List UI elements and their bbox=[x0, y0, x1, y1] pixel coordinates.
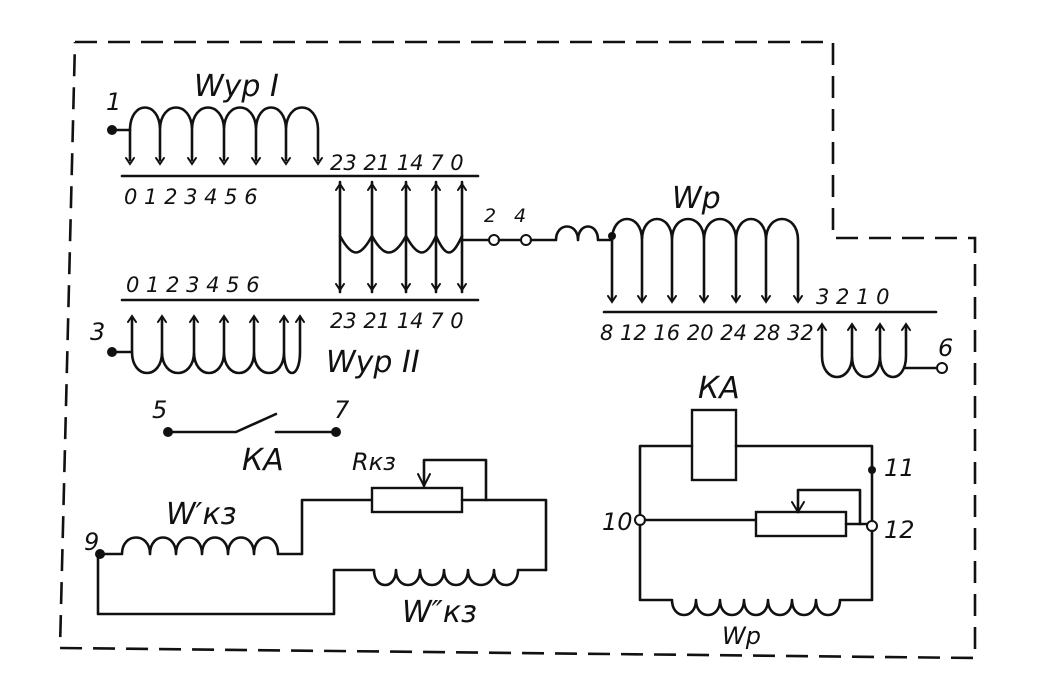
label-wur2: Wур ІІ bbox=[326, 345, 420, 380]
label-wur1: Wур I bbox=[194, 69, 279, 104]
winding-wur2 bbox=[107, 298, 480, 375]
wkz1-coil bbox=[98, 498, 374, 556]
ka-switch bbox=[163, 412, 341, 437]
terminal-7-label: 7 bbox=[334, 396, 350, 424]
link-2-4 bbox=[488, 225, 616, 246]
label-wp-bottom: Wр bbox=[722, 622, 761, 650]
terminal-11-label: 11 bbox=[884, 454, 915, 482]
scale-wp-bottom: 8 12 16 20 24 28 32 bbox=[600, 321, 814, 345]
relay-resistor bbox=[754, 510, 848, 538]
terminal-12-dot bbox=[866, 520, 878, 532]
relay-circuit bbox=[634, 408, 878, 617]
terminal-6-dot bbox=[936, 362, 948, 374]
label-ka-switch: КА bbox=[242, 443, 284, 478]
scale-wur1-right: 23 21 14 7 0 bbox=[330, 151, 464, 175]
label-ka-relay: КА bbox=[698, 371, 740, 406]
terminal-10-label: 10 bbox=[602, 508, 633, 536]
terminal-4-dot bbox=[520, 234, 532, 246]
terminal-3-label: 3 bbox=[90, 318, 105, 346]
terminal-6-label: 6 bbox=[938, 334, 953, 362]
terminal-2-label: 2 bbox=[484, 205, 496, 227]
ka-relay-coil bbox=[690, 408, 738, 482]
terminal-7-dot bbox=[331, 427, 341, 437]
winding-wur1 bbox=[107, 106, 480, 178]
wkz2-coil bbox=[96, 552, 548, 616]
rkz-wiper bbox=[422, 458, 488, 502]
short-circuit-circuit bbox=[95, 458, 548, 616]
dashed-enclosure bbox=[58, 40, 977, 660]
label-wkz1: W′кз bbox=[166, 497, 237, 532]
terminal-9-label: 9 bbox=[84, 528, 99, 556]
scale-wur2-right: 23 21 14 7 0 bbox=[330, 309, 464, 333]
scale-wur2-top: 0 1 2 3 4 5 6 bbox=[126, 273, 260, 297]
winding-wp bbox=[602, 217, 948, 379]
terminal-2-dot bbox=[488, 234, 500, 246]
label-rkz: Rкз bbox=[352, 448, 396, 476]
tap-switch-block bbox=[335, 180, 492, 294]
rkz-resistor bbox=[370, 486, 464, 514]
label-wp: Wр bbox=[672, 181, 721, 216]
terminal-10-dot bbox=[634, 514, 646, 526]
scale-wp-right: 3 2 1 0 bbox=[816, 285, 889, 309]
terminal-4-label: 4 bbox=[514, 205, 526, 227]
label-wkz2: W″кз bbox=[402, 595, 477, 630]
terminal-5-label: 5 bbox=[152, 396, 167, 424]
terminal-1-label: 1 bbox=[106, 88, 121, 116]
scale-wur1-bottom: 0 1 2 3 4 5 6 bbox=[124, 185, 258, 209]
terminal-12-label: 12 bbox=[884, 516, 915, 544]
